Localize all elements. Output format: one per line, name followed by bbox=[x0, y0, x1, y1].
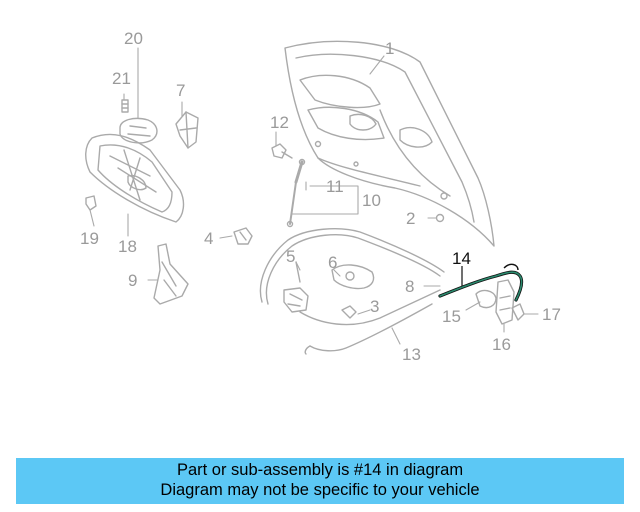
release-handle bbox=[475, 289, 497, 309]
bracket-16 bbox=[495, 279, 515, 325]
bracket-9 bbox=[153, 243, 189, 305]
callout-14: 14 bbox=[452, 249, 471, 268]
callout-9: 9 bbox=[128, 271, 137, 290]
hood-insulator bbox=[85, 133, 185, 223]
hood-bumper bbox=[435, 213, 445, 223]
callout-4: 4 bbox=[204, 229, 213, 248]
callout-18: 18 bbox=[118, 237, 137, 256]
callout-numbers: 1 2 3 4 5 6 7 8 9 10 11 12 13 14 15 16 1… bbox=[80, 29, 561, 364]
callout-17: 17 bbox=[542, 305, 561, 324]
release-cable-13 bbox=[299, 289, 441, 355]
clip-3 bbox=[341, 305, 357, 319]
hood-seal bbox=[259, 228, 445, 305]
clip-4 bbox=[233, 227, 253, 245]
callout-6: 6 bbox=[328, 253, 337, 272]
callout-11: 11 bbox=[326, 177, 344, 196]
hood-latch bbox=[283, 261, 309, 313]
callout-10: 10 bbox=[362, 191, 381, 210]
leader-lines bbox=[89, 47, 539, 345]
hood-release-cable-14 bbox=[438, 263, 524, 302]
callout-20: 20 bbox=[124, 29, 143, 48]
hood-striker bbox=[331, 264, 375, 290]
callout-16: 16 bbox=[492, 335, 511, 354]
callout-8: 8 bbox=[405, 277, 414, 296]
callout-12: 12 bbox=[270, 113, 289, 132]
stud bbox=[271, 143, 293, 159]
callout-15: 15 bbox=[442, 307, 461, 326]
parts-diagram: 1 2 3 4 5 6 7 8 9 10 11 12 13 14 15 16 1… bbox=[80, 29, 561, 364]
callout-5: 5 bbox=[286, 247, 295, 266]
hinge-bracket-7 bbox=[175, 111, 199, 149]
clip-17 bbox=[511, 303, 525, 321]
callout-21: 21 bbox=[112, 69, 131, 88]
clip-19 bbox=[85, 195, 97, 211]
callout-1: 1 bbox=[385, 39, 394, 58]
callout-13: 13 bbox=[402, 345, 421, 364]
callout-19: 19 bbox=[80, 229, 99, 248]
callout-3: 3 bbox=[370, 297, 379, 316]
info-banner: Part or sub-assembly is #14 in diagram D… bbox=[16, 458, 624, 504]
insulator-fastener bbox=[119, 99, 158, 144]
support-strut bbox=[286, 158, 306, 228]
callout-2: 2 bbox=[406, 209, 415, 228]
callout-7: 7 bbox=[176, 81, 185, 100]
banner-line-part-number: Part or sub-assembly is #14 in diagram bbox=[176, 461, 464, 479]
hood-panel bbox=[284, 40, 495, 247]
banner-line-disclaimer: Diagram may not be specific to your vehi… bbox=[160, 481, 480, 499]
